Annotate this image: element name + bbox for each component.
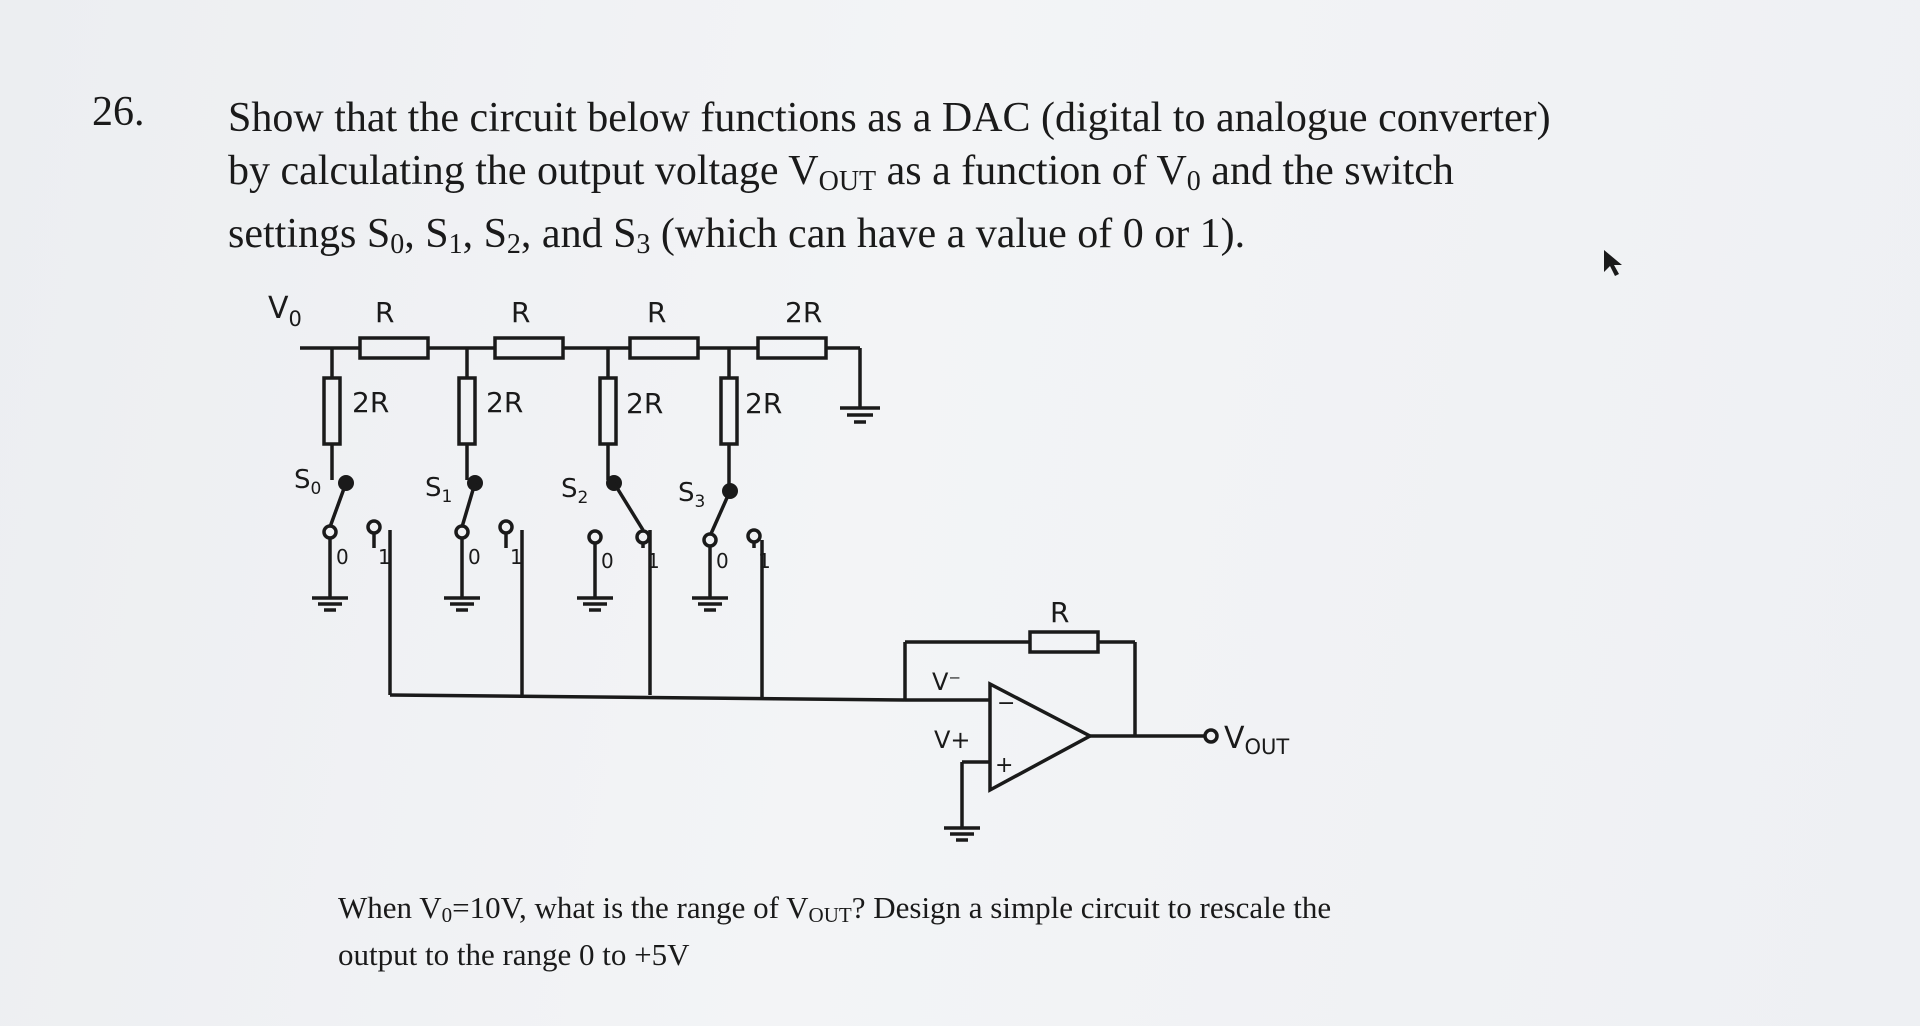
contact-1-label: 1 xyxy=(378,545,391,569)
ladder-rail xyxy=(300,336,880,424)
mouse-cursor-icon xyxy=(1604,250,1622,276)
ladder-resistor-label: R xyxy=(375,296,394,329)
contact-1-label: 1 xyxy=(647,549,660,573)
contact-1-label: 1 xyxy=(510,545,523,569)
ladder-resistor-label: R xyxy=(647,296,666,329)
followup-line-2: output to the range 0 to +5V xyxy=(338,937,690,972)
switch-label-s2: S2 xyxy=(561,474,588,508)
question-text: Show that the circuit below functions as… xyxy=(228,92,1728,271)
shunt-resistor-label: 2R xyxy=(352,386,389,419)
question-number: 26. xyxy=(92,89,145,135)
inverting-input-sign: − xyxy=(997,691,1015,716)
ladder-resistor-label: R xyxy=(511,296,530,329)
question-line-2: by calculating the output voltage VOUT a… xyxy=(228,148,1454,197)
contact-0-label: 0 xyxy=(468,545,481,569)
shunt-resistor-label: 2R xyxy=(626,387,663,420)
shunt-resistor-label: 2R xyxy=(486,386,523,419)
noninverting-input-sign: + xyxy=(995,753,1013,778)
followup-line-1: When V0=10V, what is the range of VOUT? … xyxy=(338,890,1332,927)
switch-label-s1: S1 xyxy=(425,473,452,507)
summing-bus xyxy=(389,630,1219,744)
contact-1-label: 1 xyxy=(758,549,771,573)
vminus-label: V⁻ xyxy=(932,668,961,696)
question-line-3: settings S0, S1, S2, and S3 (which can h… xyxy=(228,211,1246,260)
branch-s0 xyxy=(312,348,392,695)
ladder-resistor-label: 2R xyxy=(785,296,822,329)
shunt-resistor-label: 2R xyxy=(745,387,782,420)
feedback-resistor-label: R xyxy=(1050,596,1069,629)
contact-0-label: 0 xyxy=(336,545,349,569)
switch-label-s3: S3 xyxy=(678,478,705,512)
op-amp xyxy=(944,681,1094,842)
output-label: VOUT xyxy=(1224,721,1289,759)
branch-s3 xyxy=(692,348,764,700)
followup-question: When V0=10V, what is the range of VOUT? … xyxy=(338,888,1678,975)
switch-label-s0: S0 xyxy=(294,465,321,499)
branch-s1 xyxy=(444,348,524,695)
branch-s2 xyxy=(577,348,652,695)
contact-0-label: 0 xyxy=(716,549,729,573)
question-line-1: Show that the circuit below functions as… xyxy=(228,95,1551,141)
contact-0-label: 0 xyxy=(601,549,614,573)
source-label: V0 xyxy=(268,291,302,331)
vplus-label: V+ xyxy=(934,726,971,754)
